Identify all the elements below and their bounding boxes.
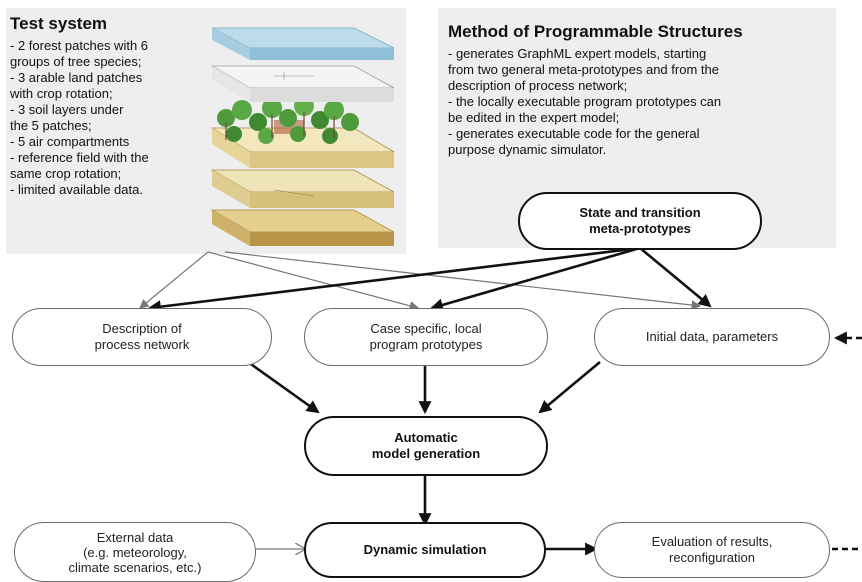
method-bullet: - generates GraphML expert models, start… <box>448 46 707 61</box>
method-bullet: - the locally executable program prototy… <box>448 94 722 109</box>
local-prototypes-node: Case specific, local program prototypes <box>304 308 548 366</box>
sky-layer <box>211 27 395 60</box>
method-bullet: from two general meta-prototypes and fro… <box>448 62 719 77</box>
test-bullet: groups of tree species; <box>10 54 142 69</box>
method-title: Method of Programmable Structures <box>448 22 743 41</box>
test-bullet: with crop rotation; <box>10 86 113 101</box>
test-system-title: Test system <box>10 14 108 33</box>
arrow-meta-to-process <box>147 246 641 314</box>
method-bullet: - generates executable code for the gene… <box>448 126 700 141</box>
meta-prototypes-node: State and transition meta-prototypes <box>518 192 762 250</box>
arrow-initial-to-model <box>538 361 601 414</box>
test-system-panel: Test system - 2 forest patches with 6 gr… <box>6 8 406 254</box>
method-bullet: purpose dynamic simulator. <box>448 142 607 157</box>
evaluation-node: Evaluation of results, reconfiguration <box>594 522 830 578</box>
test-bullet: - 2 forest patches with 6 <box>10 38 149 53</box>
arrow-test-to-initial <box>224 251 702 310</box>
process-network-node: Description of process network <box>12 308 272 366</box>
test-bullet: - 5 air compartments <box>10 134 130 149</box>
test-bullet: same crop rotation; <box>10 166 122 181</box>
model-generation-node: Automatic model generation <box>304 416 548 476</box>
initial-data-node: Initial data, parameters <box>594 308 830 366</box>
test-system-bullets: - 2 forest patches with 6 groups of tree… <box>10 38 149 198</box>
test-bullet: - limited available data. <box>10 182 143 197</box>
test-bullet: the 5 patches; <box>10 118 92 133</box>
test-bullet: - 3 soil layers under <box>10 102 124 117</box>
test-bullet: - 3 arable land patches <box>10 70 143 85</box>
external-data-node: External data (e.g. meteorology, climate… <box>14 522 256 582</box>
method-bullets: - generates GraphML expert models, start… <box>448 46 721 158</box>
soil-layer-middle <box>210 169 395 208</box>
air-layer <box>210 65 395 102</box>
test-bullet: - reference field with the <box>10 150 149 165</box>
arrow-process-to-model <box>247 360 320 414</box>
method-bullet: description of process network; <box>448 78 628 93</box>
method-bullet: be edited in the expert model; <box>448 110 620 125</box>
arrow-meta-to-local <box>430 246 641 312</box>
soil-layer-bottom <box>210 209 395 246</box>
arrow-meta-to-initial <box>639 246 712 308</box>
dynamic-simulation-node: Dynamic simulation <box>304 522 546 578</box>
arrow-test-to-process <box>139 251 209 309</box>
landscape-layers-illustration <box>210 27 396 246</box>
arrow-test-to-local <box>207 251 420 311</box>
